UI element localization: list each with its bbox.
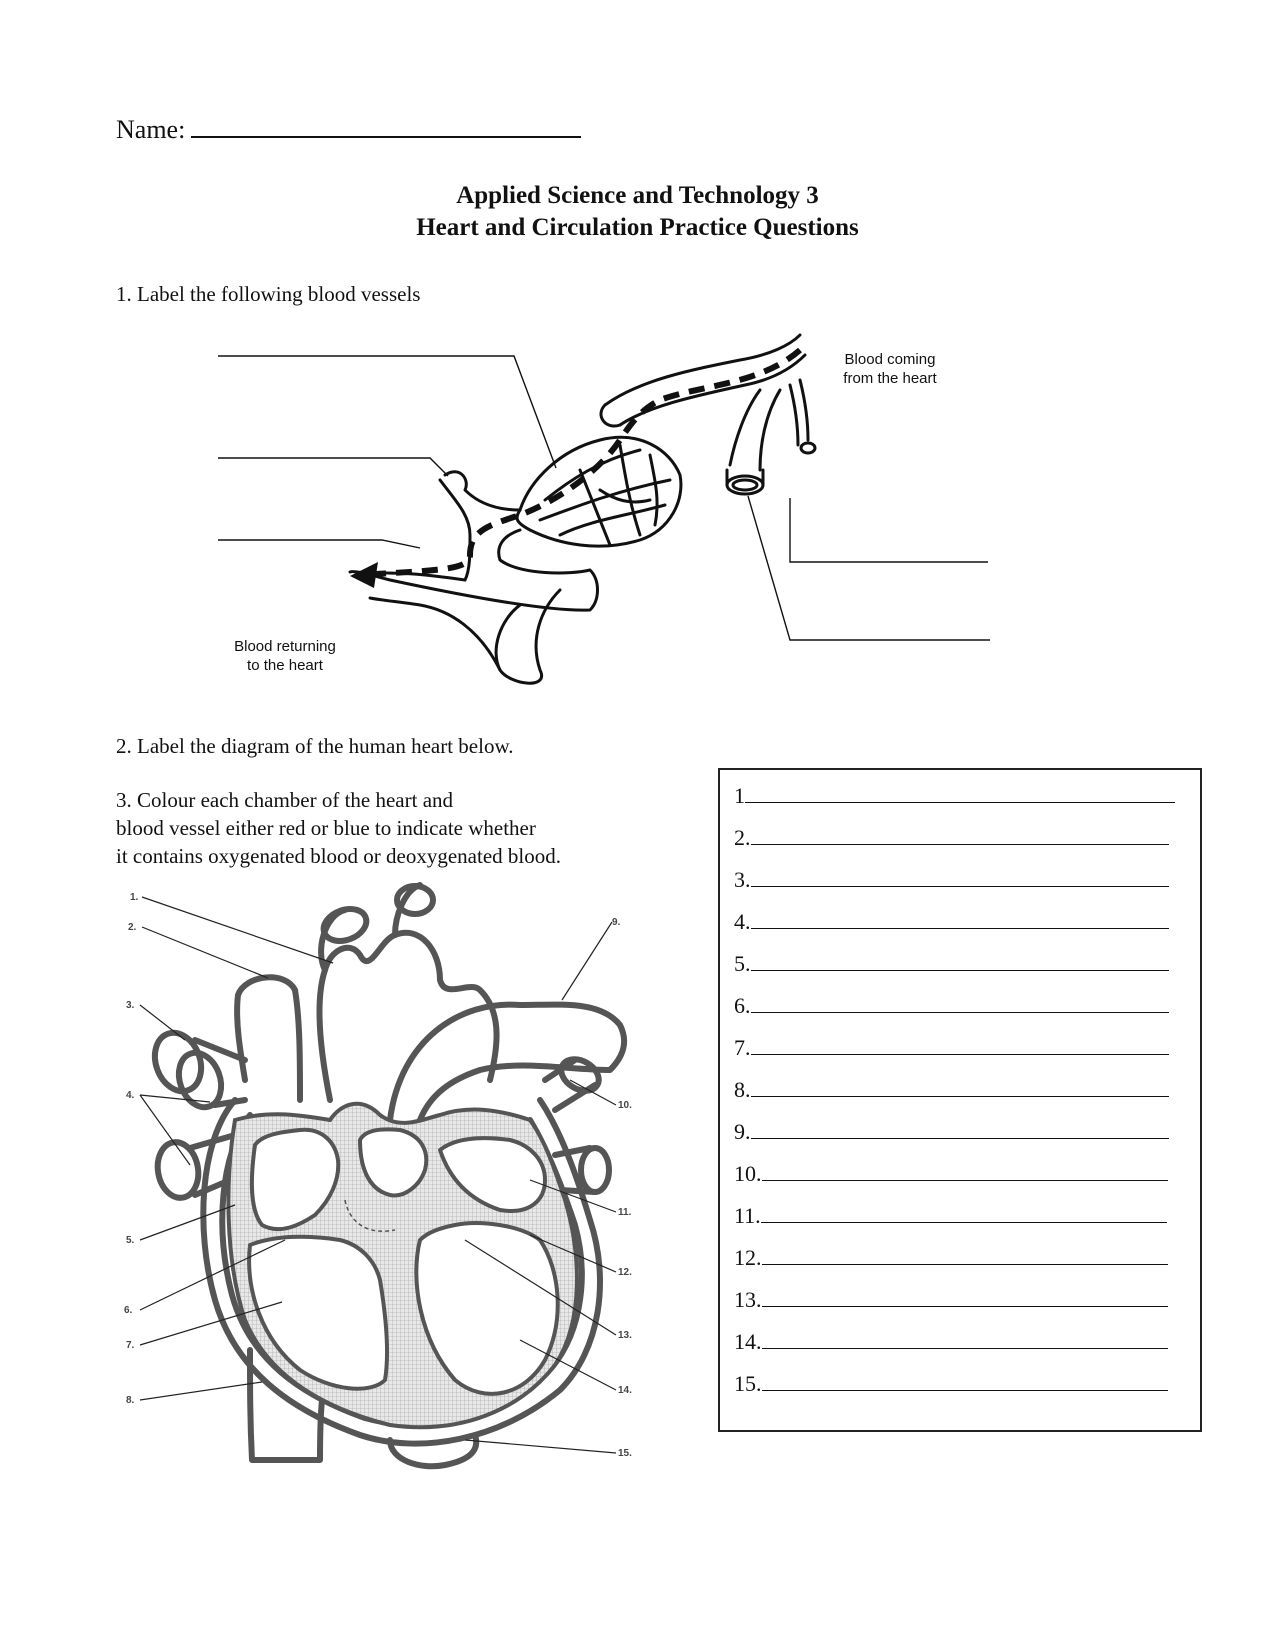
answer-line[interactable] <box>761 1242 1168 1265</box>
answer-row-7[interactable]: 7. <box>734 1032 1169 1062</box>
answer-line[interactable] <box>750 948 1169 971</box>
answer-line[interactable] <box>750 1074 1169 1097</box>
heart-number-13: 13. <box>618 1330 632 1341</box>
label-blood-coming-from-heart: Blood coming from the heart <box>810 350 970 388</box>
question-1-text: 1. Label the following blood vessels <box>116 282 421 306</box>
answer-row-8[interactable]: 8. <box>734 1074 1169 1104</box>
label-coming-line1: Blood coming <box>844 351 936 368</box>
answer-line[interactable] <box>745 780 1175 803</box>
answer-line[interactable] <box>750 1032 1169 1055</box>
answer-number: 11. <box>734 1203 761 1228</box>
heart-diagram: 1. 2. 3. 4. 5. 6. 7. 8. 9. 10. 11. 12. 1… <box>124 882 632 1470</box>
answer-row-9[interactable]: 9. <box>734 1116 1169 1146</box>
heart-number-1: 1. <box>130 892 139 903</box>
answer-number: 12. <box>734 1245 762 1270</box>
question-3-line1: 3. Colour each chamber of the heart and <box>116 788 454 812</box>
heart-number-9: 9. <box>612 917 621 928</box>
question-2-text: 2. Label the diagram of the human heart … <box>116 734 514 758</box>
answer-number: 10. <box>734 1161 762 1186</box>
name-blank-line[interactable] <box>191 114 582 138</box>
blood-vessel-diagram <box>218 333 990 685</box>
answer-row-2[interactable]: 2. <box>734 822 1169 852</box>
answer-row-15[interactable]: 15. <box>734 1368 1168 1398</box>
answer-line[interactable] <box>761 1284 1168 1307</box>
answer-row-3[interactable]: 3. <box>734 864 1169 894</box>
answer-row-5[interactable]: 5. <box>734 948 1169 978</box>
answer-line[interactable] <box>750 906 1169 929</box>
answer-row-6[interactable]: 6. <box>734 990 1169 1020</box>
worksheet-subtitle: Heart and Circulation Practice Questions <box>416 214 859 241</box>
heart-number-3: 3. <box>126 1000 135 1011</box>
answer-number: 4. <box>734 909 751 934</box>
answer-line[interactable] <box>750 864 1169 887</box>
heart-number-7: 7. <box>126 1340 135 1351</box>
answer-number: 8. <box>734 1077 751 1102</box>
name-label: Name: <box>116 115 186 144</box>
heart-number-6: 6. <box>124 1305 133 1316</box>
heart-number-5: 5. <box>126 1235 135 1246</box>
question-3-line2: blood vessel either red or blue to indic… <box>116 816 536 840</box>
answer-row-1[interactable]: 1 <box>734 780 1175 810</box>
question-3-line3: it contains oxygenated blood or deoxygen… <box>116 844 561 868</box>
answer-row-13[interactable]: 13. <box>734 1284 1168 1314</box>
heart-number-15: 15. <box>618 1448 632 1459</box>
label-returning-line1: Blood returning <box>234 638 336 655</box>
heart-number-8: 8. <box>126 1395 135 1406</box>
answer-line[interactable] <box>761 1158 1168 1181</box>
answer-number: 1 <box>734 783 745 808</box>
answer-line[interactable] <box>750 822 1169 845</box>
answer-line[interactable] <box>761 1326 1168 1349</box>
name-field[interactable]: Name: <box>116 114 582 145</box>
answer-number: 9. <box>734 1119 751 1144</box>
worksheet-title: Applied Science and Technology 3 <box>456 182 819 209</box>
answer-number: 2. <box>734 825 751 850</box>
label-blood-returning-to-heart: Blood returning to the heart <box>210 637 360 675</box>
label-returning-line2: to the heart <box>247 657 323 674</box>
question-3-text: 3. Colour each chamber of the heart and … <box>116 786 561 870</box>
answer-number: 7. <box>734 1035 751 1060</box>
heart-number-12: 12. <box>618 1267 632 1278</box>
heart-number-10: 10. <box>618 1100 632 1111</box>
answer-number: 13. <box>734 1287 762 1312</box>
answer-number: 14. <box>734 1329 762 1354</box>
answer-line[interactable] <box>750 1116 1169 1139</box>
heart-number-11: 11. <box>618 1207 632 1218</box>
answer-row-11[interactable]: 11. <box>734 1200 1167 1230</box>
heart-number-14: 14. <box>618 1385 632 1396</box>
answer-row-10[interactable]: 10. <box>734 1158 1168 1188</box>
answer-row-14[interactable]: 14. <box>734 1326 1168 1356</box>
answer-line[interactable] <box>750 990 1169 1013</box>
answer-box: 1 2. 3. 4. 5. 6. 7. 8. 9. 10. 11. 12. 13… <box>718 768 1202 1432</box>
answer-row-4[interactable]: 4. <box>734 906 1169 936</box>
heart-number-4: 4. <box>126 1090 135 1101</box>
answer-number: 15. <box>734 1371 762 1396</box>
answer-line[interactable] <box>760 1200 1167 1223</box>
heart-number-2: 2. <box>128 922 137 933</box>
answer-number: 3. <box>734 867 751 892</box>
label-coming-line2: from the heart <box>843 370 937 387</box>
answer-number: 5. <box>734 951 751 976</box>
answer-row-12[interactable]: 12. <box>734 1242 1168 1272</box>
answer-number: 6. <box>734 993 751 1018</box>
answer-line[interactable] <box>761 1368 1168 1391</box>
